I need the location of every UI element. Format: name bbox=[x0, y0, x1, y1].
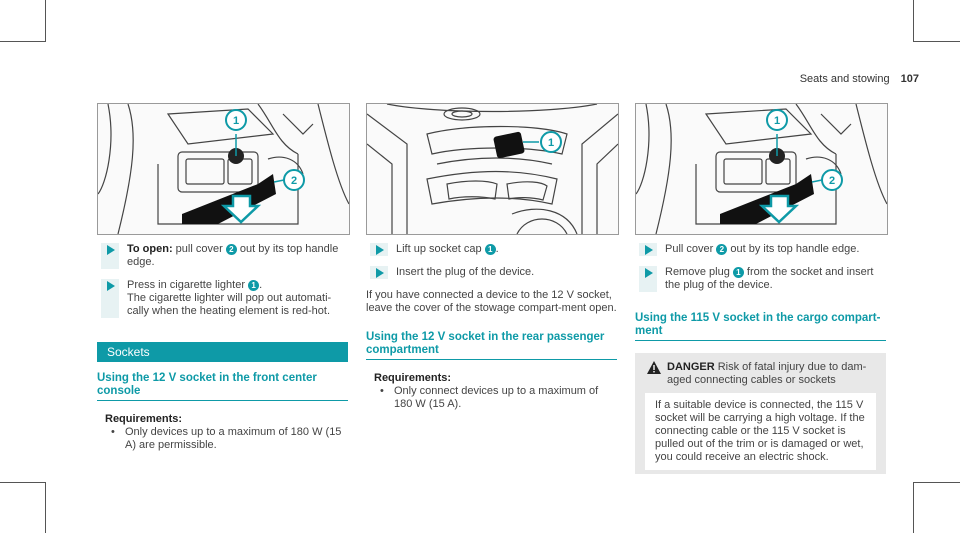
step-arrow-icon bbox=[101, 243, 119, 269]
subsection-heading: Using the 12 V socket in the rear passen… bbox=[366, 331, 617, 360]
callout-label: 1 bbox=[233, 115, 239, 127]
step-text: pull cover bbox=[172, 243, 226, 255]
warning-triangle-icon bbox=[647, 361, 661, 374]
requirements-title: Requirements: bbox=[374, 372, 452, 384]
callout-label: 1 bbox=[548, 137, 554, 149]
callout-marker bbox=[225, 109, 247, 131]
crop-mark bbox=[45, 482, 46, 533]
step-text: Insert the plug of the device. bbox=[396, 266, 535, 278]
subsection-heading: Using the 115 V socket in the cargo comp… bbox=[635, 312, 886, 341]
step-text: Remove plug bbox=[665, 266, 733, 278]
callout-ref: 2 bbox=[225, 243, 237, 255]
step-text: out by its top handle edge. bbox=[727, 243, 860, 255]
cargo-console-drawing: 1 2 bbox=[636, 104, 887, 234]
danger-title: DANGER bbox=[667, 361, 715, 373]
section-bar: Sockets bbox=[97, 342, 348, 362]
step-arrow-icon bbox=[370, 266, 388, 279]
instruction-step: Insert the plug of the device. bbox=[366, 266, 617, 279]
danger-body: If a suitable device is connected, the 1… bbox=[635, 393, 886, 470]
crop-mark bbox=[0, 41, 45, 42]
column-front-lighter: To open: pull cover 2 out by its top han… bbox=[97, 243, 348, 452]
callout-marker bbox=[766, 109, 788, 131]
step-arrow-icon bbox=[101, 279, 119, 318]
instruction-step: To open: pull cover 2 out by its top han… bbox=[97, 243, 348, 269]
instruction-step: Pull cover 2 out by its top handle edge. bbox=[635, 243, 886, 256]
step-arrow-icon bbox=[639, 266, 657, 292]
step-text: . bbox=[259, 279, 263, 291]
note-paragraph: If you have connected a device to the 12… bbox=[366, 289, 617, 314]
console-drawing: 1 2 bbox=[98, 104, 349, 234]
illustration-front-console-lighter: 1 2 bbox=[97, 103, 350, 235]
page-header: Seats and stowing 107 bbox=[800, 73, 919, 85]
step-result: The cigarette lighter will pop out autom… bbox=[127, 292, 332, 317]
danger-header: DANGER Risk of fatal injury due to dam-a… bbox=[645, 361, 876, 393]
step-lead: To open: bbox=[127, 243, 173, 255]
crop-mark bbox=[913, 482, 914, 533]
step-arrow-icon bbox=[639, 243, 657, 256]
rear-console-drawing: 1 bbox=[367, 104, 618, 234]
instruction-step: Remove plug 1 from the socket and insert… bbox=[635, 266, 886, 292]
callout-ref: 1 bbox=[484, 243, 496, 255]
callout-marker bbox=[540, 131, 562, 153]
illustration-cargo-socket: 1 2 bbox=[635, 103, 888, 235]
requirement-item: Only connect devices up to a maximum of … bbox=[374, 385, 617, 411]
crop-mark bbox=[913, 482, 960, 483]
instruction-step: Lift up socket cap 1. bbox=[366, 243, 617, 256]
subsection-heading: Using the 12 V socket in the front cente… bbox=[97, 372, 348, 401]
column-rear-socket: Lift up socket cap 1. Insert the plug of… bbox=[366, 243, 617, 411]
instruction-step: Press in cigarette lighter 1. The cigare… bbox=[97, 279, 348, 318]
section-title: Seats and stowing bbox=[799, 73, 890, 85]
step-arrow-icon bbox=[370, 243, 388, 256]
callout-ref: 1 bbox=[248, 279, 260, 291]
illustration-rear-socket: 1 bbox=[366, 103, 619, 235]
callout-label: 2 bbox=[829, 175, 835, 187]
callout-marker bbox=[283, 169, 305, 191]
step-text: out by its top handle edge. bbox=[127, 243, 339, 268]
callout-ref: 1 bbox=[732, 266, 744, 278]
column-cargo-socket: Pull cover 2 out by its top handle edge.… bbox=[635, 243, 886, 474]
danger-lead: Risk of fatal injury due to dam-aged con… bbox=[667, 361, 867, 386]
crop-mark bbox=[913, 41, 960, 42]
callout-ref: 2 bbox=[716, 243, 728, 255]
step-text: Press in cigarette lighter bbox=[127, 279, 249, 291]
requirements-title: Requirements: bbox=[105, 413, 183, 425]
step-text: Lift up socket cap bbox=[396, 243, 485, 255]
danger-box: DANGER Risk of fatal injury due to dam-a… bbox=[635, 353, 886, 474]
callout-marker bbox=[821, 169, 843, 191]
step-text: from the socket and insert the plug of t… bbox=[665, 266, 874, 291]
callout-label: 2 bbox=[291, 175, 297, 187]
step-text: Pull cover bbox=[665, 243, 717, 255]
callout-label: 1 bbox=[774, 115, 780, 127]
crop-mark bbox=[0, 482, 45, 483]
crop-mark bbox=[913, 0, 914, 42]
requirement-item: Only devices up to a maximum of 180 W (1… bbox=[105, 426, 348, 452]
crop-mark bbox=[45, 0, 46, 42]
page-number: 107 bbox=[900, 73, 919, 85]
step-text: . bbox=[495, 243, 499, 255]
